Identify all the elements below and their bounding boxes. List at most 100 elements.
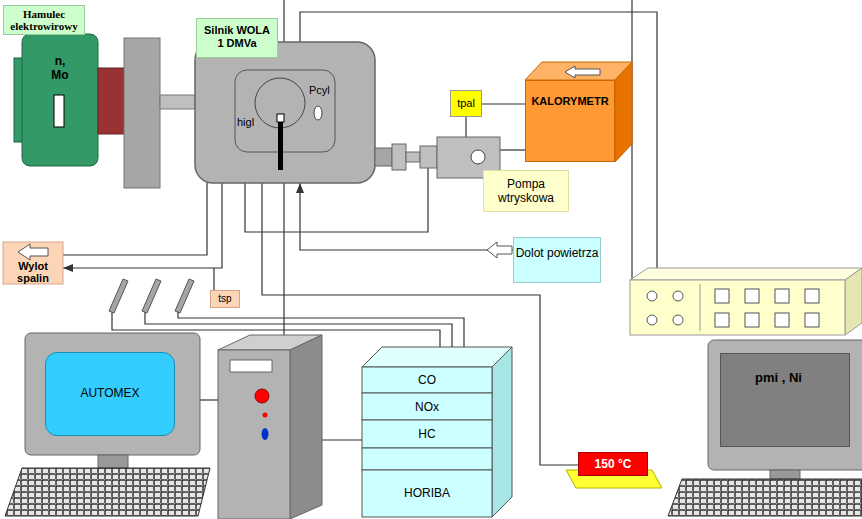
led: [262, 428, 269, 440]
coupling: [98, 68, 124, 134]
outlet-box: [3, 242, 63, 284]
socket: [805, 313, 819, 327]
node-text: Wylot spalin: [3, 242, 63, 284]
node-text: tpal: [451, 91, 481, 110]
flow-arrow: [487, 242, 512, 258]
node-text: n, Mo: [46, 54, 74, 82]
amplifier-top: [630, 268, 862, 280]
keyboard: [668, 479, 862, 516]
analyser-module: [362, 393, 492, 420]
node-text: pmi , Ni: [721, 354, 849, 385]
pump-port: [471, 150, 485, 164]
node-text: Pompa wtryskowa: [484, 171, 568, 205]
cylinder-outline: [235, 70, 335, 152]
injector: [278, 122, 283, 170]
tower-side: [290, 335, 322, 519]
exhaust-pipe: [63, 180, 207, 255]
monitor-neck: [770, 470, 800, 479]
flow-arrow: [565, 66, 600, 78]
node-text: higl: [236, 116, 255, 129]
label-box: Pompa wtryskowa: [483, 170, 569, 212]
label-box: Silnik WOLA 1 DMVa: [196, 18, 278, 58]
connector: [482, 103, 525, 104]
socket: [715, 313, 729, 327]
socket: [715, 289, 729, 303]
socket: [775, 313, 789, 327]
node-text: 150 °C: [579, 453, 647, 471]
label-box: Hamulec elektrowirowy: [3, 5, 85, 35]
sample-probe: [109, 279, 128, 313]
fuel-line: [465, 117, 466, 137]
needle-sensor: [277, 114, 284, 122]
drive-slot: [230, 360, 272, 372]
node-text: KALORYMETR: [526, 81, 614, 108]
inlet-box: Dolot powietrza: [513, 237, 601, 283]
brake-housing: [22, 34, 98, 166]
brake-body: n, Mo: [22, 34, 98, 166]
amplifier: [630, 280, 845, 335]
analyser-module: [362, 367, 492, 393]
node-text: NOx: [362, 400, 492, 414]
flow-arrow: [18, 244, 48, 260]
analyser-module: [362, 420, 492, 448]
sensor-box: tsp: [210, 290, 240, 308]
monitor-body: [708, 340, 862, 470]
led: [263, 413, 268, 418]
calorimeter-top: [525, 62, 632, 80]
node-text: tsp: [211, 291, 239, 305]
socket: [745, 289, 759, 303]
signal-wire: [283, 0, 284, 42]
power-button: [255, 389, 269, 403]
drive-coupling: [392, 144, 406, 170]
brake-slot: [54, 95, 64, 127]
engine-body: [195, 42, 375, 183]
sample-probe: [142, 279, 161, 313]
socket: [673, 291, 683, 301]
node-text: Silnik WOLA 1 DMVa: [200, 24, 274, 50]
socket: [673, 315, 683, 325]
node-text: Hamulec elektrowirowy: [6, 8, 82, 32]
sensor-wire: [213, 268, 214, 290]
analyser-top: [362, 347, 512, 367]
node-text: Pcyl: [308, 84, 331, 97]
shaft: [160, 95, 195, 109]
keyboard: [5, 468, 210, 516]
pump-nose: [420, 146, 437, 168]
drive-shaft: [406, 152, 420, 162]
socket: [775, 289, 789, 303]
cable: [322, 439, 362, 440]
monitor-neck: [98, 455, 128, 468]
monitor-screen: AUTOMEX: [45, 352, 175, 436]
monitor-body: [25, 333, 200, 455]
socket: [805, 289, 819, 303]
sensor-box: tpal: [450, 90, 482, 117]
flange-plate: [124, 38, 160, 188]
computer-tower: [218, 350, 290, 519]
calorimeter: KALORYMETR: [525, 80, 615, 162]
connector: [300, 183, 513, 250]
analyser-module: [362, 470, 492, 517]
analyser-module: [362, 448, 492, 470]
node-text: HC: [362, 427, 492, 441]
analyser-side: [492, 347, 512, 517]
fuel-line: [500, 149, 525, 150]
drive-block: [375, 148, 392, 166]
node-text: HORIBA: [362, 486, 492, 500]
socket: [647, 315, 657, 325]
heater-box: 150 °C: [578, 452, 648, 476]
cable: [200, 399, 218, 400]
monitor-screen: pmi , Ni: [720, 353, 850, 447]
sample-probe: [175, 279, 194, 313]
amplifier-side: [845, 268, 862, 335]
outlet-box: Wylot spalin: [3, 242, 63, 284]
node-text: AUTOMEX: [46, 353, 174, 400]
pressure-sensor: [314, 106, 322, 120]
node-text: CO: [362, 373, 492, 387]
calorimeter-side: [615, 62, 632, 162]
socket: [745, 313, 759, 327]
signal-wire: [283, 183, 284, 338]
gas-analyser: CO NOxHC HORIBA: [362, 367, 492, 517]
divider: [700, 284, 701, 331]
socket: [647, 291, 657, 301]
